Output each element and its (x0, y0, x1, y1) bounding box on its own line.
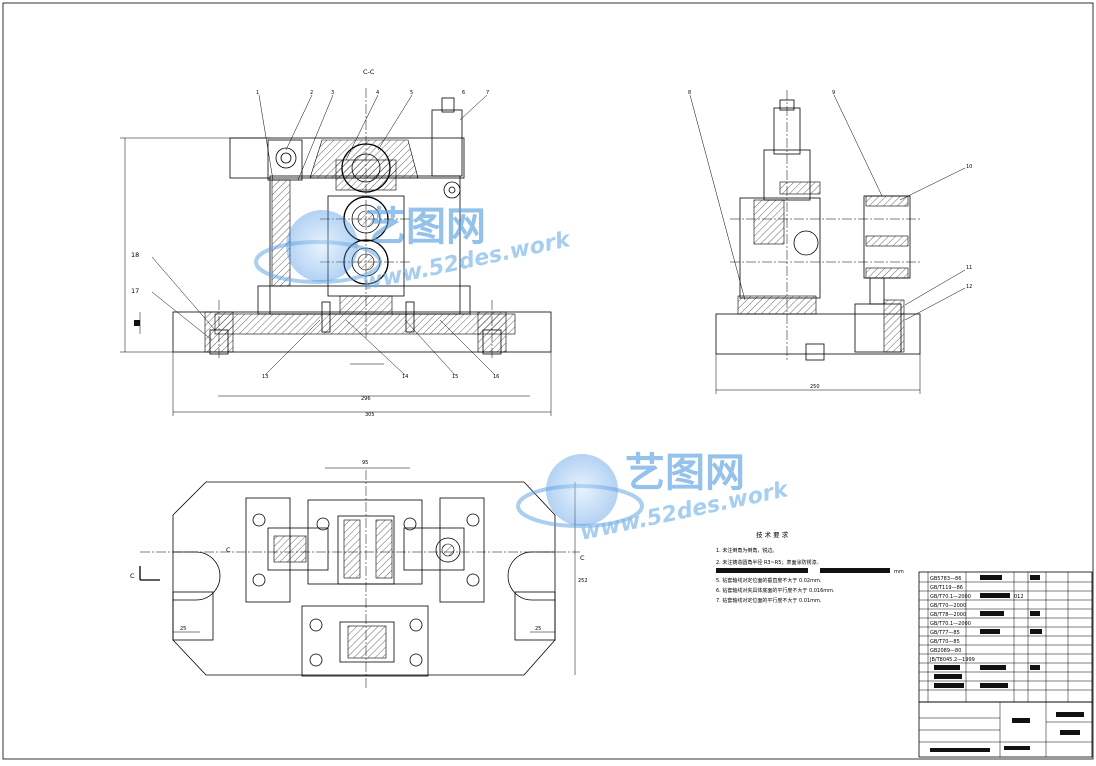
svg-text:JB/T8045.2—1999: JB/T8045.2—1999 (929, 657, 975, 663)
svg-text:7: 7 (486, 90, 489, 96)
svg-text:GB/T119—86: GB/T119—86 (930, 585, 963, 591)
svg-text:305: 305 (365, 412, 375, 418)
svg-text:6. 钻套轴线对夹具体底面的平行度不大于 0.016mm.: 6. 钻套轴线对夹具体底面的平行度不大于 0.016mm. (716, 587, 835, 594)
svg-text:296: 296 (361, 396, 371, 402)
svg-text:GB/T70—2000: GB/T70—2000 (930, 603, 966, 609)
svg-text:9: 9 (832, 90, 835, 96)
svg-text:95: 95 (362, 460, 368, 466)
side-view: 250 (689, 90, 966, 394)
watermark-top: 艺图网 www.52des.work (254, 204, 574, 296)
svg-text:5. 钻套轴线对定位面的垂直度不大于 0.02mm.: 5. 钻套轴线对定位面的垂直度不大于 0.02mm. (716, 577, 822, 584)
svg-text:6: 6 (462, 90, 465, 96)
svg-text:4: 4 (376, 90, 379, 96)
svg-text:GB/T70—85: GB/T70—85 (930, 639, 960, 645)
top-view: 95 252 25 25 (139, 460, 588, 690)
svg-text:16: 16 (493, 374, 499, 380)
svg-text:15: 15 (452, 374, 458, 380)
svg-text:14: 14 (402, 374, 408, 380)
svg-text:2: 2 (310, 90, 313, 96)
svg-text:252: 252 (578, 578, 588, 584)
svg-text:25: 25 (180, 626, 186, 632)
svg-text:1. 未注倒角为倒角，锐边。: 1. 未注倒角为倒角，锐边。 (716, 547, 777, 554)
svg-text:17: 17 (131, 287, 139, 295)
section-label: C-C (363, 68, 375, 76)
svg-text:1: 1 (256, 90, 259, 96)
svg-text:GB2089—80: GB2089—80 (930, 648, 961, 654)
svg-text:18: 18 (131, 251, 139, 259)
svg-text:3: 3 (331, 90, 334, 96)
svg-text:C: C (580, 554, 585, 562)
svg-text:250: 250 (810, 384, 820, 390)
watermark-middle: 艺图网 www.52des.work (516, 450, 792, 546)
svg-text:C: C (130, 572, 135, 580)
svg-text:12: 12 (966, 284, 972, 290)
tech-requirements-title: 技 术 要 求 (756, 530, 789, 539)
svg-text:GB/T70.1—2000: GB/T70.1—2000 (930, 594, 971, 600)
svg-text:GB/T70.1—2000: GB/T70.1—2000 (930, 621, 971, 627)
bom-table: GB5783—86 GB/T119—86 GB/T70.1—2000 GB/T7… (918, 571, 1093, 758)
svg-text:13: 13 (262, 374, 268, 380)
front-view: C-C (120, 68, 552, 418)
svg-text:012: 012 (1014, 594, 1024, 600)
svg-text:11: 11 (966, 265, 972, 271)
svg-text:2. 未注铸造圆角半径 R3~R5；表面涂防锈漆。: 2. 未注铸造圆角半径 R3~R5；表面涂防锈漆。 (716, 559, 821, 566)
svg-text:mm: mm (894, 569, 904, 575)
svg-text:GB5783—86: GB5783—86 (930, 576, 961, 582)
svg-text:10: 10 (966, 164, 972, 170)
svg-text:C: C (226, 546, 231, 554)
svg-text:GB/T78—2000: GB/T78—2000 (930, 612, 966, 618)
section-markers: C C C (130, 546, 585, 580)
tech-requirements: 技 术 要 求 1. 未注倒角为倒角，锐边。 2. 未注铸造圆角半径 R3~R5… (716, 530, 904, 604)
svg-text:8: 8 (688, 90, 691, 96)
svg-text:5: 5 (410, 90, 413, 96)
svg-text:7. 钻套轴线对定位面的平行度不大于 0.01mm.: 7. 钻套轴线对定位面的平行度不大于 0.01mm. (716, 597, 822, 604)
svg-text:GB/T77—85: GB/T77—85 (930, 630, 960, 636)
svg-text:艺图网: 艺图网 (625, 450, 745, 496)
watermark-brand: 艺图网 (366, 204, 486, 250)
svg-text:25: 25 (535, 626, 541, 632)
side-view-balloons: 8 9 10 11 12 (688, 90, 972, 290)
front-view-balloons: 1 2 3 4 5 6 7 18 17 13 14 15 16 (131, 90, 499, 380)
